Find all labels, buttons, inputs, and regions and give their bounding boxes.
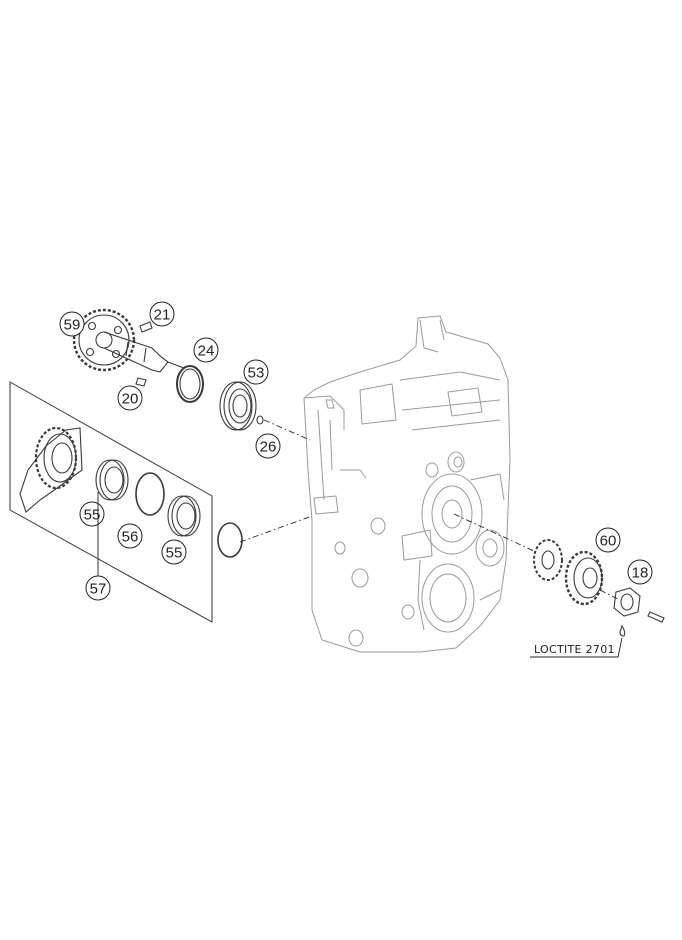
svg-text:21: 21 xyxy=(154,307,171,324)
svg-text:LOCTITE 2701: LOCTITE 2701 xyxy=(534,643,615,656)
svg-text:57: 57 xyxy=(90,581,107,598)
svg-text:24: 24 xyxy=(198,343,215,360)
svg-text:55: 55 xyxy=(84,507,101,524)
o-ring-26-illustration xyxy=(256,415,264,425)
svg-text:18: 18 xyxy=(632,565,649,582)
assembly-leader-lines xyxy=(239,419,621,601)
callout-55-upper: 55 xyxy=(79,501,105,527)
bearing-53-illustration xyxy=(219,381,257,431)
sprocket-small-illustration xyxy=(533,539,563,581)
callout-26: 26 xyxy=(255,433,281,459)
callout-59: 59 xyxy=(59,311,85,337)
callout-60: 60 xyxy=(595,527,621,553)
callout-18: 18 xyxy=(627,559,653,585)
loctite-drop-illustration xyxy=(619,624,626,637)
bearing-55-upper-illustration xyxy=(95,459,129,501)
pin-illustration xyxy=(647,611,665,623)
key-20-illustration xyxy=(135,377,147,387)
svg-text:20: 20 xyxy=(122,391,139,408)
gear-60-illustration xyxy=(564,550,604,606)
callout-24: 24 xyxy=(193,337,219,363)
gear-59-illustration xyxy=(72,308,185,373)
circlip-56-illustration xyxy=(135,472,165,516)
callout-20: 20 xyxy=(117,385,143,411)
callout-53: 53 xyxy=(243,359,269,385)
kit-gear-illustration xyxy=(19,426,83,513)
callout-55-lower: 55 xyxy=(161,539,187,565)
svg-text:56: 56 xyxy=(122,529,139,546)
kit-57-frame xyxy=(9,381,213,623)
bearing-55-lower-illustration xyxy=(167,495,201,537)
callout-57: 57 xyxy=(85,492,111,601)
loctite-note: LOCTITE 2701 xyxy=(530,637,623,658)
callout-21: 21 xyxy=(149,301,175,327)
svg-text:53: 53 xyxy=(248,365,265,382)
svg-text:60: 60 xyxy=(600,533,617,550)
nut-18-illustration xyxy=(613,587,641,617)
callout-56: 56 xyxy=(117,523,143,549)
circlip-24-illustration xyxy=(176,365,204,403)
svg-text:59: 59 xyxy=(64,317,81,334)
svg-text:55: 55 xyxy=(166,545,183,562)
engine-case-illustration xyxy=(303,315,511,653)
key-21-illustration xyxy=(139,321,153,333)
svg-text:26: 26 xyxy=(260,439,277,456)
o-ring-large-illustration xyxy=(217,522,243,558)
